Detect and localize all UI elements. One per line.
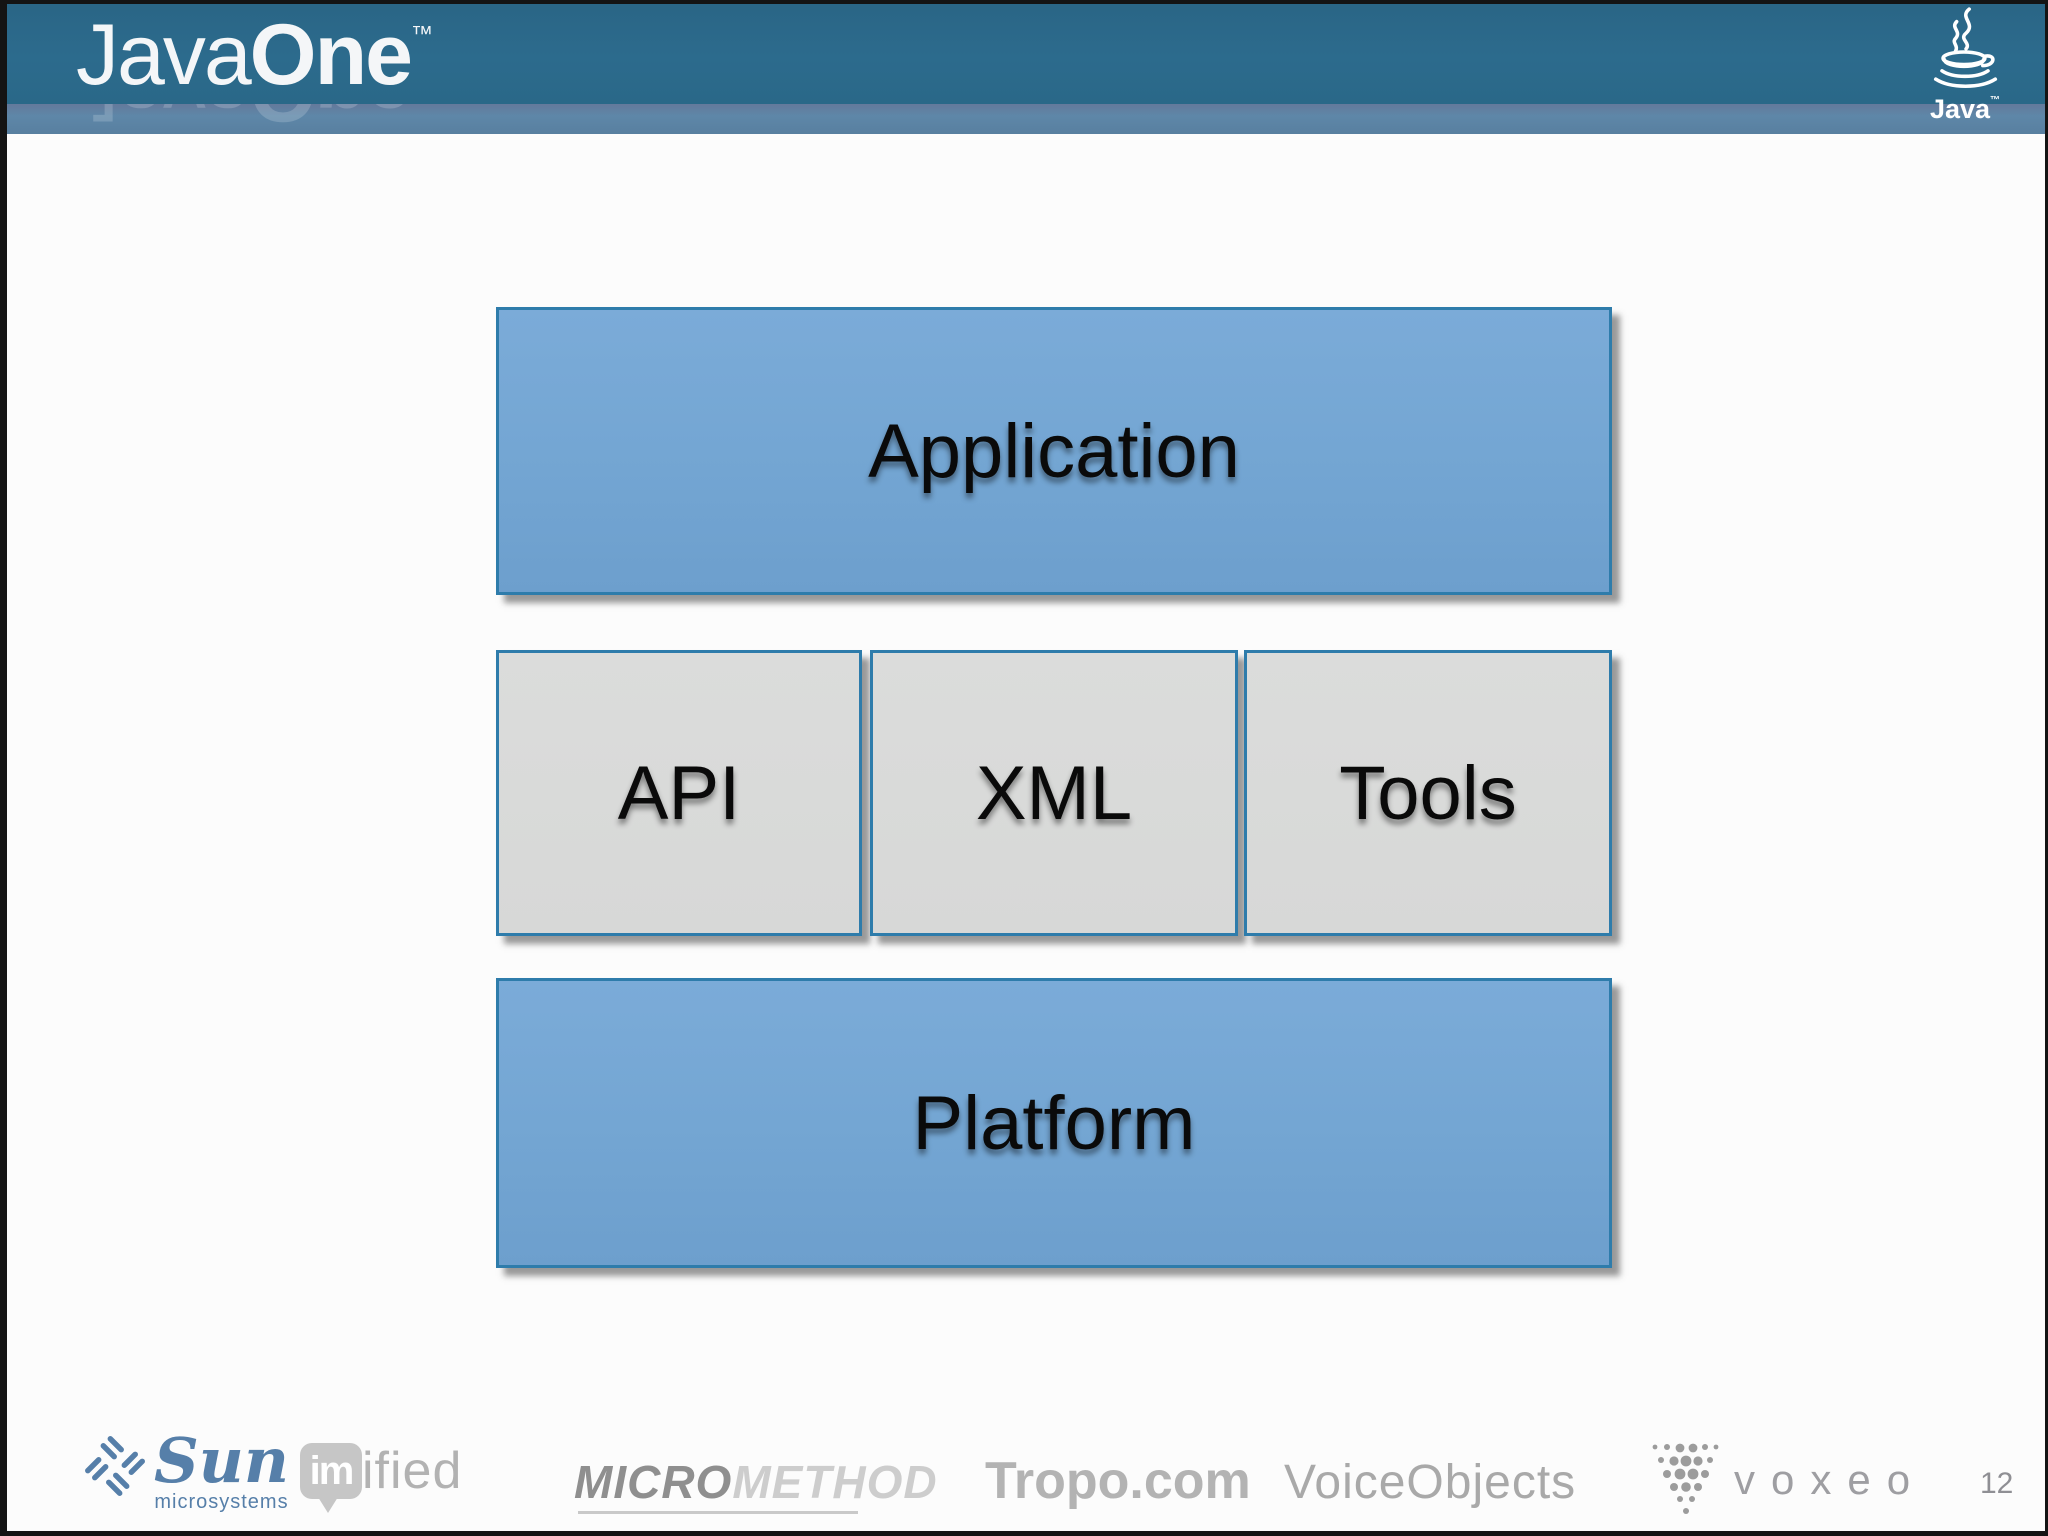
sun-logo-subtitle: microsystems — [154, 1490, 289, 1513]
sun-diamond-icon — [85, 1436, 145, 1496]
java-cup-label: Java™ — [1929, 94, 2001, 124]
tools-box: Tools — [1244, 650, 1612, 936]
javaone-wordmark-reflection: JavaOne — [76, 104, 411, 134]
application-label: Application — [868, 408, 1240, 494]
javaone-logo-java: Java — [76, 7, 252, 103]
javaone-logo: JavaOne™ — [76, 12, 433, 98]
javaone-logo-one: One — [249, 7, 413, 103]
imified-logo-text: ified — [362, 1442, 463, 1500]
imified-bubble-icon: im — [300, 1443, 362, 1513]
platform-label: Platform — [912, 1080, 1196, 1166]
java-cup-icon — [1933, 7, 1998, 88]
imified-logo: im ified — [300, 1442, 463, 1513]
xml-box: XML — [870, 650, 1238, 936]
tools-label: Tools — [1339, 750, 1517, 836]
java-cup-logo: Java™ — [1922, 6, 2008, 132]
header-band: JavaOne — [0, 104, 2048, 134]
api-box: API — [496, 650, 862, 936]
header-bar — [0, 0, 2048, 104]
tropo-logo: Tropo.com — [985, 1452, 1251, 1510]
page-number: 12 — [1980, 1467, 2014, 1500]
voxeo-logo-text: voxeo — [1734, 1456, 1927, 1503]
api-label: API — [617, 750, 741, 836]
sun-logo-name: Sun — [154, 1424, 289, 1497]
voxeo-logo: voxeo — [1650, 1441, 1926, 1519]
voxeo-dots-icon — [1652, 1443, 1719, 1514]
platform-box: Platform — [496, 978, 1612, 1268]
micromethod-logo: MICROMETHOD — [574, 1455, 938, 1514]
application-box: Application — [496, 307, 1612, 595]
xml-label: XML — [975, 750, 1133, 836]
micromethod-underline — [578, 1511, 858, 1514]
sun-microsystems-logo: Sun microsystems — [82, 1424, 289, 1514]
sponsor-footer: Sun microsystems im ified MICROMETHOD Tr… — [0, 1415, 2048, 1536]
javaone-logo-tm: ™ — [410, 21, 433, 46]
voiceobjects-logo: VoiceObjects — [1284, 1456, 1577, 1509]
